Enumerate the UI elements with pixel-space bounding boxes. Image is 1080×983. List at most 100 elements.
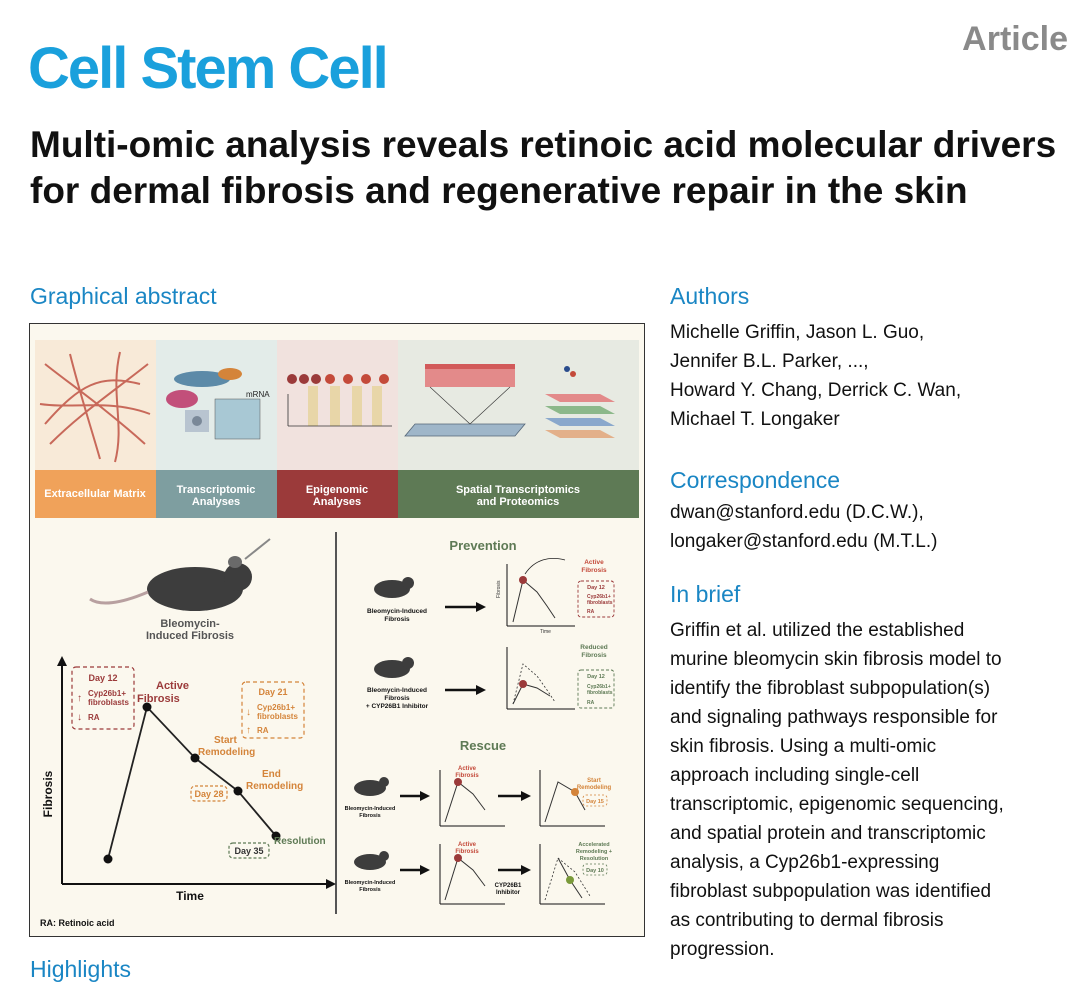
row-label: Fibrosis bbox=[384, 616, 410, 623]
in-brief-line: murine bleomycin skin fibrosis model to bbox=[670, 649, 1002, 670]
day12-box bbox=[71, 666, 135, 730]
mouse-icon bbox=[374, 577, 414, 598]
in-brief-line: and spatial protein and transcriptomic bbox=[670, 823, 986, 844]
transcriptomic-bar bbox=[156, 470, 277, 518]
mini-chart-prevention-2 bbox=[506, 647, 575, 710]
arrow-up-icon: ↑ bbox=[246, 725, 251, 736]
mini-label: RA bbox=[587, 609, 595, 615]
rescue-heading: Rescue bbox=[460, 738, 506, 753]
day21-label: Day 21 bbox=[258, 687, 287, 697]
author-line: Michelle Griffin, Jason L. Guo, bbox=[670, 322, 925, 343]
author-line: Michael T. Longaker bbox=[670, 409, 840, 430]
day12-cyp: Cyp26b1+ bbox=[88, 689, 126, 698]
in-brief-line: as contributing to dermal fibrosis bbox=[670, 910, 944, 931]
mini-label: Fibrosis bbox=[455, 773, 479, 779]
mini-chart-prevention-1 bbox=[506, 557, 575, 627]
row-label: Fibrosis bbox=[384, 695, 410, 702]
stage-start: Start bbox=[214, 735, 237, 746]
mini-label: Day 10 bbox=[586, 868, 604, 874]
panel-label: Extracellular Matrix bbox=[44, 488, 146, 500]
day28-box bbox=[190, 785, 228, 802]
arrow-down-icon: ↓ bbox=[246, 707, 251, 718]
graphical-abstract-heading: Graphical abstract bbox=[30, 283, 217, 309]
curve-point bbox=[103, 854, 113, 864]
day12-label: Day 12 bbox=[88, 673, 117, 683]
day28-label: Day 28 bbox=[194, 789, 223, 799]
mouse-label: Induced Fibrosis bbox=[146, 630, 234, 642]
row-label: Bleomycin-Induced bbox=[345, 806, 396, 812]
row-label: Bleomycin-Induced bbox=[367, 608, 427, 615]
day21-fib: fibroblasts bbox=[257, 712, 298, 721]
day21-ra: RA bbox=[257, 726, 269, 735]
article-title: Multi-omic analysis reveals retinoic aci… bbox=[30, 124, 1057, 211]
stage-active: Active bbox=[156, 680, 189, 692]
in-brief-line: progression. bbox=[670, 939, 775, 960]
mini-label: Start bbox=[587, 778, 601, 784]
panel-label: Spatial Transcriptomics bbox=[456, 484, 580, 496]
mini-axis-label: Fibrosis bbox=[496, 580, 502, 598]
author-line: Jennifer B.L. Parker, ..., bbox=[670, 351, 869, 372]
y-axis-label: Fibrosis bbox=[41, 770, 55, 817]
mini-label: Resolution bbox=[580, 856, 609, 862]
curve-point bbox=[233, 786, 243, 796]
mini-chart-rescue-2 bbox=[539, 770, 605, 827]
journal-logo: Cell Stem Cell bbox=[28, 36, 389, 101]
stacked-layers-icon bbox=[545, 366, 615, 438]
x-axis-label: Time bbox=[176, 889, 204, 903]
highlights-heading: Highlights bbox=[30, 956, 131, 982]
mouse-icon bbox=[89, 538, 271, 611]
row-label: Fibrosis bbox=[359, 887, 380, 893]
day21-cyp: Cyp26b1+ bbox=[257, 703, 295, 712]
mrna-label: mRNA bbox=[246, 390, 270, 399]
panel-label: Epigenomic bbox=[306, 484, 368, 496]
in-brief-line: and signaling pathways responsible for bbox=[670, 707, 998, 728]
mini-label: Day 12 bbox=[587, 585, 605, 591]
mini-chart-rescue-1 bbox=[439, 770, 505, 827]
row-label: + CYP26B1 Inhibitor bbox=[366, 703, 429, 710]
in-brief-line: identify the fibroblast subpopulation(s) bbox=[670, 678, 991, 699]
panel-label: Transcriptomic bbox=[177, 484, 256, 496]
row-label: Fibrosis bbox=[359, 813, 380, 819]
mini-label: fibroblasts bbox=[587, 690, 613, 696]
in-brief-line: Griffin et al. utilized the established bbox=[670, 620, 965, 641]
cell-icon bbox=[166, 368, 261, 440]
mini-label: Active bbox=[458, 842, 477, 848]
mini-chart-rescue-4 bbox=[539, 844, 605, 905]
in-brief-text: Griffin et al. utilized the established … bbox=[670, 616, 1004, 964]
graphical-abstract-figure: mRNA Extracellular Matrix Transcriptomic… bbox=[35, 340, 639, 928]
ecm-fibers-icon bbox=[39, 351, 151, 463]
mini-label: Accelerated bbox=[578, 842, 609, 848]
mini-label: Cyp26b1+ bbox=[587, 594, 611, 600]
correspondence-list: dwan@stanford.edu (D.C.W.), longaker@sta… bbox=[670, 498, 937, 556]
mini-label: RA bbox=[587, 700, 595, 706]
mini-label: Day 15 bbox=[586, 799, 604, 805]
spatial-bar bbox=[398, 470, 639, 518]
day35-box bbox=[228, 842, 270, 859]
mini-label: Inhibitor bbox=[496, 890, 521, 896]
correspondence-email-dwan[interactable]: dwan@stanford.edu (D.C.W.), bbox=[670, 502, 924, 523]
author-line: Howard Y. Chang, Derrick C. Wan, bbox=[670, 380, 962, 401]
mini-label: fibroblasts bbox=[587, 600, 613, 606]
mini-chart-rescue-3 bbox=[439, 844, 505, 905]
in-brief-line: approach including single-cell bbox=[670, 765, 920, 786]
curve-point bbox=[142, 702, 152, 712]
arrow-up-icon: ↑ bbox=[77, 693, 82, 704]
authors-heading: Authors bbox=[670, 283, 750, 309]
day12-fib: fibroblasts bbox=[88, 698, 129, 707]
curve-point bbox=[271, 831, 281, 841]
graphical-abstract: mRNA Extracellular Matrix Transcriptomic… bbox=[29, 323, 645, 937]
in-brief-line: transcriptomic, epigenomic sequencing, bbox=[670, 794, 1004, 815]
mini-label: Day 12 bbox=[587, 674, 605, 680]
mini-label: Active bbox=[458, 766, 477, 772]
panel-label: Analyses bbox=[313, 496, 361, 508]
mini-label: Reduced bbox=[580, 644, 607, 651]
in-brief-line: analysis, a Cyp26b1-expressing bbox=[670, 852, 940, 873]
spatial-panel bbox=[398, 340, 639, 470]
mini-label: CYP26B1 bbox=[495, 883, 522, 889]
article-type: Article bbox=[962, 20, 1068, 58]
correspondence-email-longaker[interactable]: longaker@stanford.edu (M.T.L.) bbox=[670, 531, 938, 552]
curve-point bbox=[190, 753, 200, 763]
footnote: RA: Retinoic acid bbox=[40, 918, 115, 928]
stage-active: Fibrosis bbox=[137, 693, 180, 705]
panel-label: Analyses bbox=[192, 496, 240, 508]
